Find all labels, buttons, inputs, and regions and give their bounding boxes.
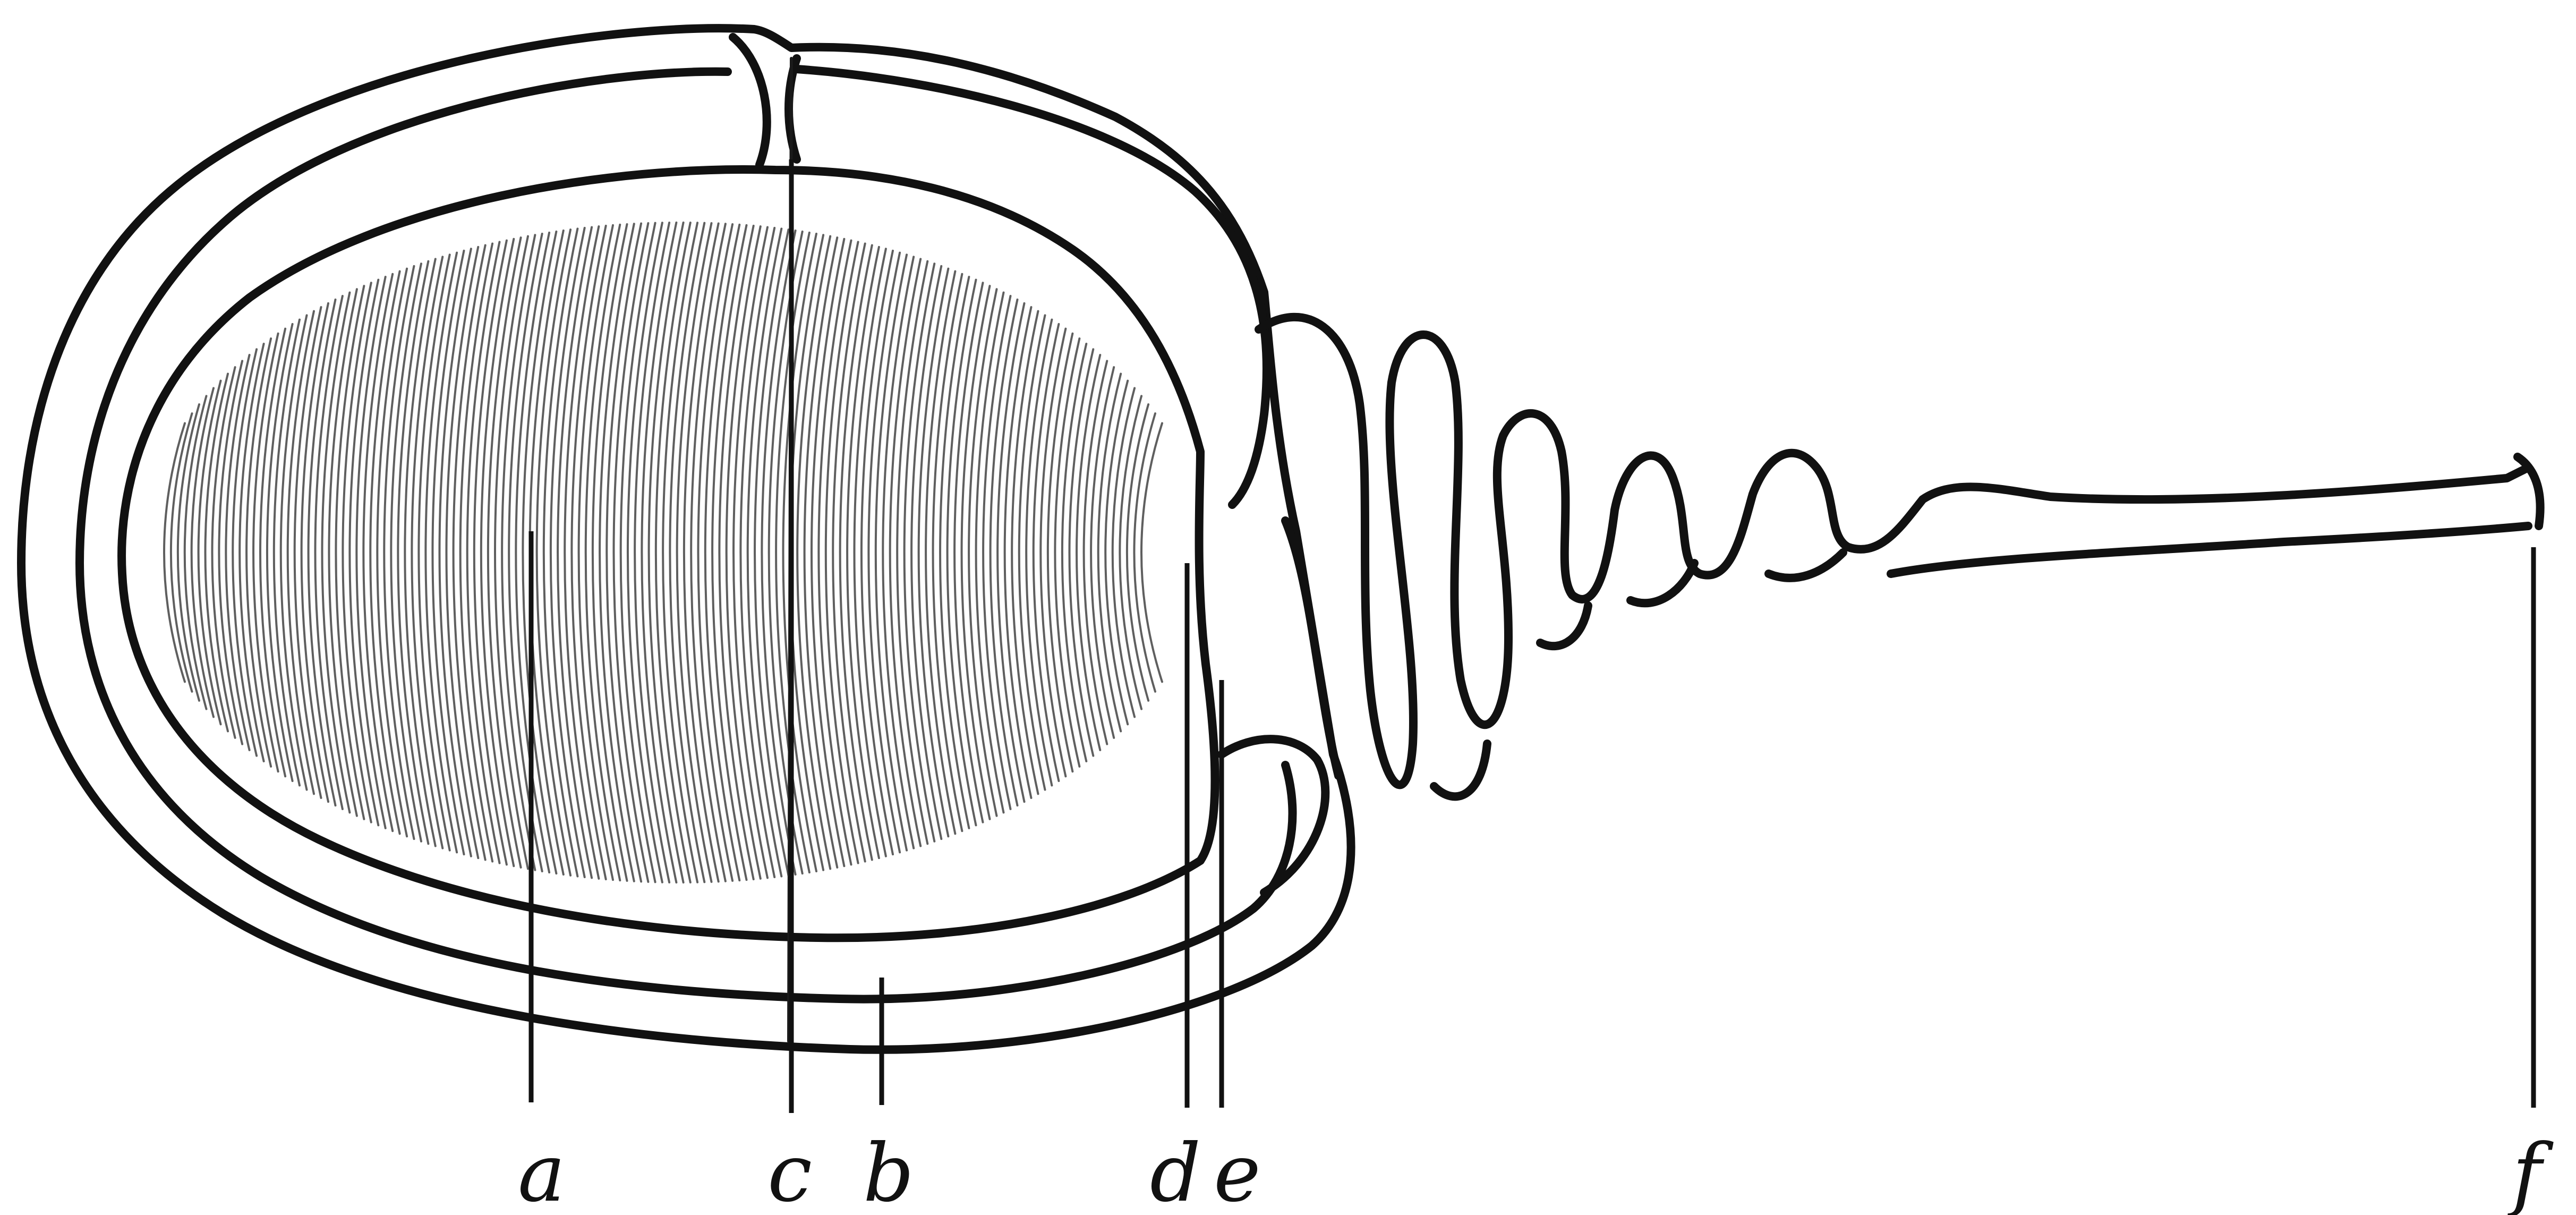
hatch-stroke (192, 388, 214, 717)
hatch-stroke (199, 381, 221, 725)
hatch-stroke (614, 223, 649, 882)
hatch-stroke (412, 257, 442, 848)
hatch-stroke (384, 266, 414, 839)
hatch-stroke (1141, 423, 1162, 682)
hatch-stroke (206, 374, 228, 732)
label-f: f (2507, 1127, 2554, 1215)
hatch-stroke (826, 242, 858, 863)
hatch-stroke (670, 223, 704, 882)
coat-notch (733, 37, 797, 165)
hatch-stroke (649, 223, 684, 882)
hatch-stroke (656, 223, 690, 882)
hatch-stroke (855, 249, 886, 856)
hatch-stroke (628, 223, 662, 882)
hatch-stroke (840, 245, 872, 860)
hatch-stroke (868, 253, 900, 853)
hatch-stroke (861, 251, 893, 854)
hatch-stroke (425, 253, 457, 853)
coat-flap-lower (1222, 739, 1325, 893)
hatch-stroke (642, 223, 676, 882)
funicle-coil (1259, 317, 2528, 785)
funicle-coil-lower (1285, 521, 2528, 796)
label-d: d (1150, 1127, 1201, 1215)
endosperm (122, 169, 1215, 938)
hatch-stroke (883, 257, 914, 848)
hatch-stroke (178, 404, 199, 701)
hatch-stroke (663, 223, 697, 882)
hatch-stroke (586, 225, 620, 880)
hatch-stroke (876, 254, 907, 850)
seed-coat-outer (21, 28, 1351, 1050)
label-e: e (1214, 1127, 1261, 1215)
hatch-stroke (847, 247, 879, 858)
hatch-stroke (593, 224, 627, 881)
hatch-stroke (405, 259, 435, 846)
hatch-stroke (398, 261, 428, 844)
label-b: b (863, 1127, 914, 1215)
hatch-stroke (579, 225, 613, 880)
hatch-stroke (600, 224, 634, 881)
label-c: c (767, 1127, 812, 1215)
hatch-stroke (621, 223, 655, 882)
endosperm-hatching (164, 223, 1162, 882)
hatch-stroke (164, 423, 185, 682)
hatch-stroke (419, 254, 449, 850)
hatch-stroke (607, 224, 641, 882)
label-a: a (518, 1127, 565, 1215)
hatch-stroke (833, 244, 865, 862)
hatch-stroke (171, 413, 192, 692)
hatch-stroke (432, 251, 464, 854)
hatch-stroke (635, 223, 669, 882)
hatch-stroke (212, 367, 235, 738)
hatch-stroke (391, 264, 421, 841)
hatch-stroke (185, 396, 207, 709)
